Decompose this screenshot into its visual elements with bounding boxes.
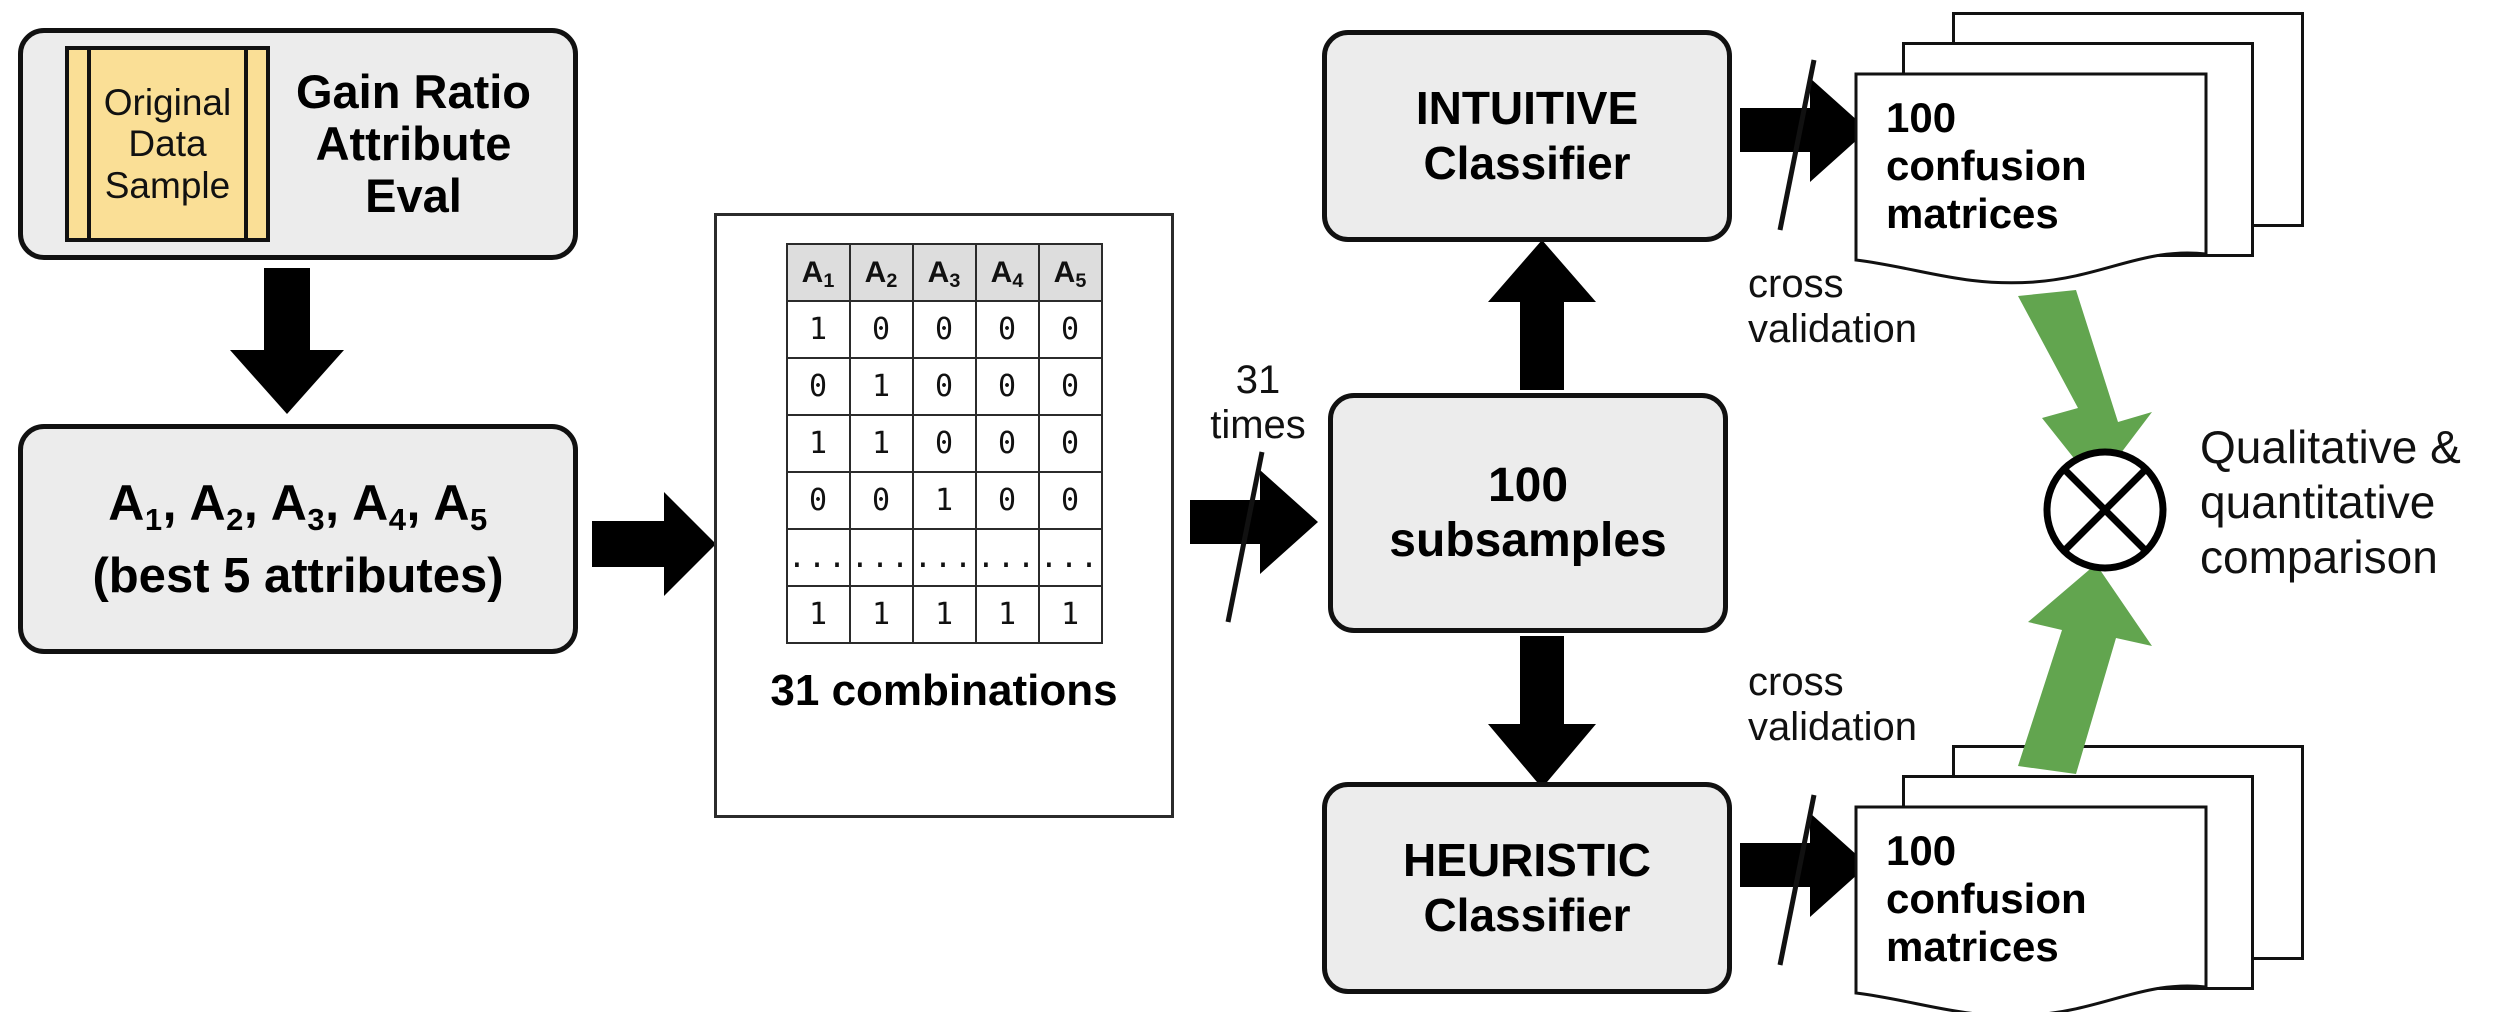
confusion-matrices-stack-bottom: 100 confusion matrices: [1854, 745, 2324, 1012]
arrow-combinations-to-subsamples: [1190, 451, 1330, 632]
cell: 1: [911, 585, 977, 644]
cell: ...: [848, 528, 914, 587]
sample-label: Original Data Sample: [103, 81, 232, 206]
sample-column-right: [243, 50, 266, 238]
cell: 0: [1037, 471, 1103, 530]
intuitive-classifier-box: INTUITIVE Classifier: [1322, 30, 1732, 242]
cell: ...: [1037, 528, 1103, 587]
confusion-matrices-label-bottom: 100 confusion matrices: [1886, 827, 2087, 970]
gain-ratio-title: Gain Ratio Attribute Eval: [295, 65, 532, 222]
column-header-a2: A2: [848, 243, 914, 302]
column-header-a3: A3: [911, 243, 977, 302]
combinations-caption: 31 combinations: [770, 666, 1118, 715]
cell: 1: [785, 585, 851, 644]
loop-count-label: 31 times: [1210, 358, 1306, 447]
cell: 0: [848, 300, 914, 359]
heuristic-classifier-box: HEURISTIC Classifier: [1322, 782, 1732, 994]
cell: 0: [1037, 414, 1103, 473]
cell: 1: [785, 414, 851, 473]
green-arrow-top: [2000, 290, 2180, 490]
document-sheet-front: [1854, 805, 2208, 1012]
cell: 0: [911, 414, 977, 473]
original-data-sample: Original Data Sample: [64, 46, 270, 242]
cell: 0: [974, 414, 1040, 473]
arrow-intuitive-to-confusion: [1740, 59, 1880, 240]
cell: 1: [848, 585, 914, 644]
arrow-subsamples-to-intuitive: [1482, 240, 1602, 392]
cell: 0: [911, 357, 977, 416]
table-row: 0 0 1 0 0: [785, 471, 1103, 530]
column-header-a1: A1: [785, 243, 851, 302]
cell: 1: [974, 585, 1040, 644]
comparison-label: Qualitative & quantitative comparison: [2200, 421, 2461, 584]
table-row: 0 1 0 0 0: [785, 357, 1103, 416]
arrow-heuristic-to-confusion: [1740, 794, 1880, 975]
arrow-gainratio-to-attributes: [222, 268, 352, 416]
arrow-attributes-to-combinations: [592, 492, 718, 596]
green-arrow-bottom: [2000, 560, 2180, 780]
cell: 0: [1037, 300, 1103, 359]
cell: ...: [974, 528, 1040, 587]
subsamples-box: 100 subsamples: [1328, 393, 1728, 633]
sample-column-left: [69, 50, 91, 238]
cell: ...: [911, 528, 977, 587]
cell: 0: [974, 357, 1040, 416]
cross-validation-label-top: cross validation: [1748, 262, 1918, 351]
cross-validation-label-bottom: cross validation: [1748, 660, 1918, 749]
cell: 1: [848, 414, 914, 473]
cell: 1: [911, 471, 977, 530]
table-row: 1 1 1 1 1: [785, 585, 1103, 644]
table-header-row: A1 A2 A3 A4 A5: [785, 243, 1103, 302]
confusion-matrices-label-top: 100 confusion matrices: [1886, 94, 2087, 237]
table-row: 1 1 0 0 0: [785, 414, 1103, 473]
circled-times-icon: [2040, 445, 2170, 575]
intuitive-classifier-label: INTUITIVE Classifier: [1415, 81, 1639, 189]
cell: 0: [785, 357, 851, 416]
cell: 1: [1037, 585, 1103, 644]
combinations-panel: A1 A2 A3 A4 A5 1 0 0 0 0 0 1 0: [714, 213, 1174, 818]
cell: 0: [848, 471, 914, 530]
attributes-box: A1, A2, A3, A4, A5 (best 5 attributes): [18, 424, 578, 654]
heuristic-classifier-label: HEURISTIC Classifier: [1403, 833, 1651, 941]
column-header-a5: A5: [1037, 243, 1103, 302]
subsamples-label: 100 subsamples: [1389, 458, 1667, 567]
combinations-table: A1 A2 A3 A4 A5 1 0 0 0 0 0 1 0: [785, 243, 1103, 644]
document-sheet-front: [1854, 72, 2208, 285]
table-row-ellipsis: ... ... ... ... ...: [785, 528, 1103, 587]
arrow-subsamples-to-heuristic: [1482, 636, 1602, 788]
cell: 0: [911, 300, 977, 359]
cell: 0: [1037, 357, 1103, 416]
confusion-matrices-stack-top: 100 confusion matrices: [1854, 12, 2324, 312]
cell: 1: [848, 357, 914, 416]
cell: 1: [785, 300, 851, 359]
cell: 0: [785, 471, 851, 530]
table-row: 1 0 0 0 0: [785, 300, 1103, 359]
attributes-list: A1, A2, A3, A4, A5: [108, 475, 488, 537]
cell: ...: [785, 528, 851, 587]
combinations-table-body: 1 0 0 0 0 0 1 0 0 0 1 1 0 0: [785, 300, 1103, 644]
attributes-caption: (best 5 attributes): [92, 549, 504, 603]
cell: 0: [974, 471, 1040, 530]
column-header-a4: A4: [974, 243, 1040, 302]
gain-ratio-box: Original Data Sample Gain Ratio Attribut…: [18, 28, 578, 260]
cell: 0: [974, 300, 1040, 359]
